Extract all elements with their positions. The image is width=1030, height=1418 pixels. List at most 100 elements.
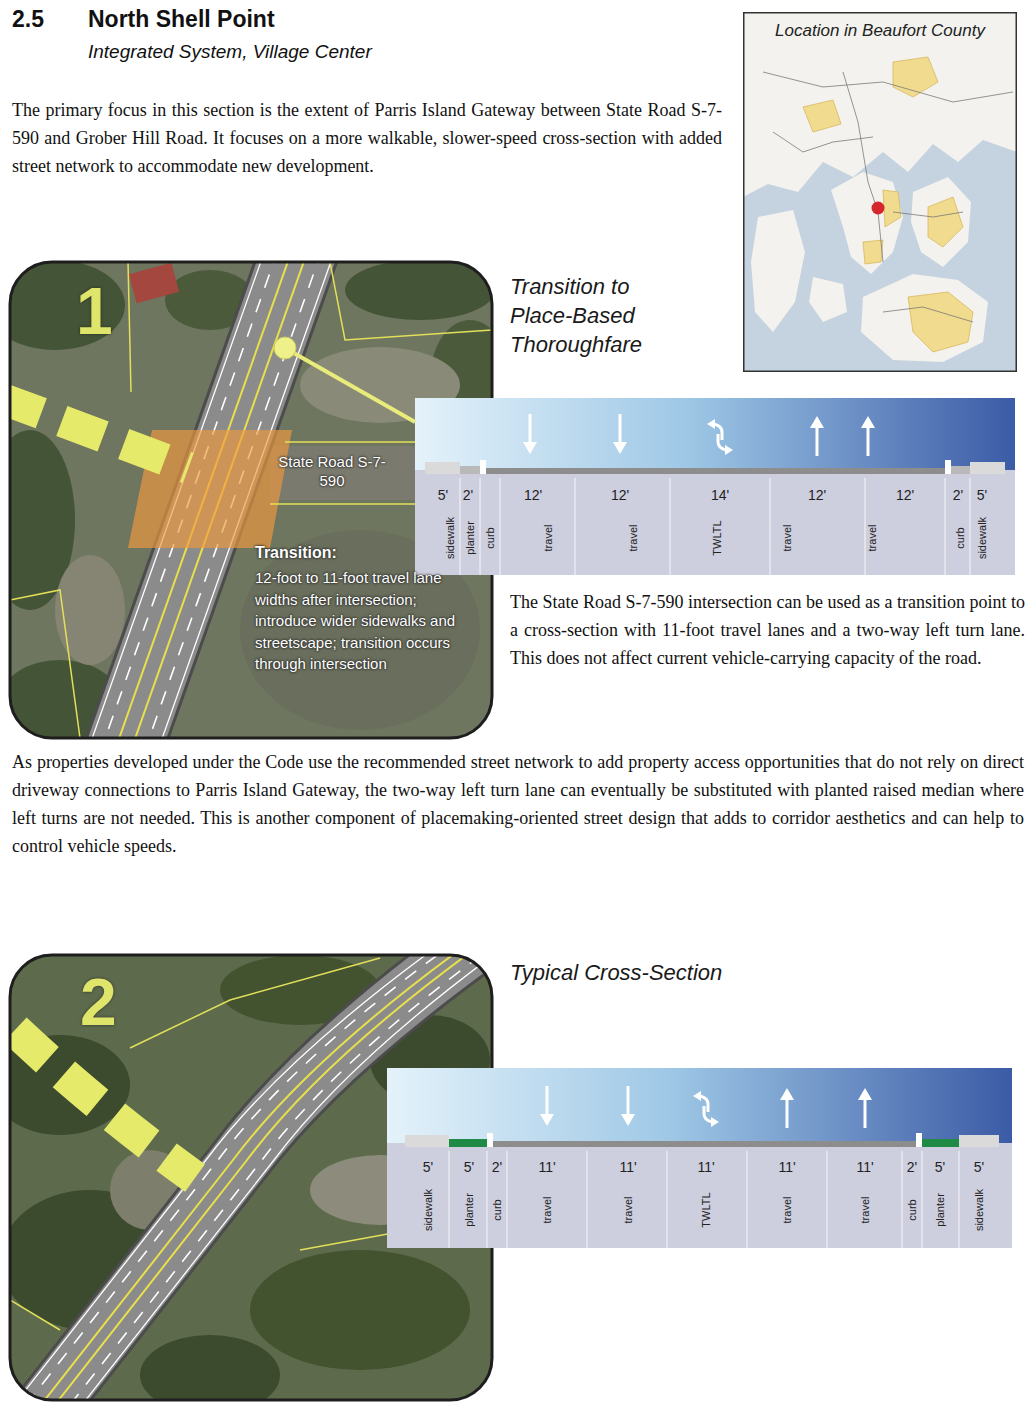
dimension: 5' — [977, 487, 987, 503]
lane-label: travel — [622, 1197, 634, 1224]
dividers — [460, 478, 970, 575]
body-paragraph: The State Road S-7-590 intersection can … — [510, 588, 1025, 672]
dimension: 11' — [538, 1159, 555, 1175]
curb — [945, 460, 951, 474]
lane-label: curb — [484, 527, 496, 548]
trees — [140, 1335, 280, 1400]
body-paragraph: As properties developed under the Code u… — [12, 748, 1024, 860]
arrow-up — [786, 1098, 789, 1128]
island — [911, 177, 971, 267]
dimension: 12' — [896, 487, 914, 503]
planter — [460, 466, 480, 474]
dimension: 5' — [974, 1159, 984, 1175]
map-road — [843, 72, 883, 262]
lane-label: sidewalk — [976, 517, 988, 559]
lane-label: planter — [463, 1193, 475, 1227]
dimension: 5' — [423, 1159, 433, 1175]
roof — [129, 263, 179, 303]
district-area — [908, 292, 973, 352]
divider — [747, 1151, 748, 1248]
section-heading: Typical Cross-Section — [510, 958, 722, 987]
map-title: Location in Beaufort County — [743, 21, 1017, 41]
divider — [667, 1151, 668, 1248]
map-frame — [744, 13, 1017, 372]
arrow-head — [613, 442, 627, 454]
turn-arrow — [718, 434, 726, 450]
map-road — [773, 132, 873, 152]
dimension: 14' — [711, 487, 729, 503]
arrow-head — [707, 419, 715, 429]
lane-label: planter — [934, 1193, 946, 1227]
intro-paragraph: The primary focus in this section is the… — [12, 96, 722, 180]
arrow-down — [619, 414, 622, 444]
note-text: 12-foot to 11-foot travel lane widths af… — [255, 567, 460, 675]
arrow-up — [867, 426, 870, 456]
pavement — [493, 1141, 916, 1147]
arrow-up — [816, 426, 819, 456]
cross-section-art — [387, 1068, 1012, 1248]
divider — [922, 1151, 923, 1248]
arrow-head — [523, 442, 537, 454]
divider — [460, 478, 461, 575]
island — [751, 210, 805, 332]
subtitle: Integrated System, Village Center — [88, 41, 372, 63]
planter — [951, 466, 970, 474]
parcel-line — [10, 590, 80, 738]
divider — [449, 1151, 450, 1248]
leader-dot — [274, 337, 296, 359]
district-area — [863, 240, 883, 264]
section-heading: Transition to Place-Based Thoroughfare — [510, 272, 675, 359]
lane-label: curb — [906, 1199, 918, 1220]
arrow-down — [546, 1086, 549, 1116]
lane-label: curb — [954, 527, 966, 548]
lane-label: sidewalk — [422, 1189, 434, 1231]
cross-section: 5'2'12'12'14'12'12'2'5'sidewalkplantercu… — [415, 398, 1015, 575]
map-road — [883, 307, 973, 322]
divider — [500, 478, 501, 575]
dimension: 11' — [619, 1159, 636, 1175]
dimension: 5' — [438, 487, 448, 503]
location-dot — [872, 202, 885, 215]
lane-label: TWLTL — [711, 520, 723, 555]
dimension: 11' — [856, 1159, 873, 1175]
curb — [487, 1133, 493, 1147]
dimension: 12' — [524, 487, 542, 503]
dimension: 2' — [492, 1159, 502, 1175]
lane-label: planter — [464, 521, 476, 555]
lane-label: curb — [491, 1199, 503, 1220]
divider — [770, 478, 771, 575]
sky — [387, 1068, 1012, 1143]
divider — [670, 478, 671, 575]
lane-label: travel — [781, 525, 793, 552]
dimension: 2' — [907, 1159, 917, 1175]
callout-number: 2 — [80, 969, 117, 1035]
callout-number: 1 — [76, 278, 113, 344]
district-area — [928, 197, 963, 247]
lane-label: travel — [627, 525, 639, 552]
map-road — [893, 212, 963, 217]
section-title: North Shell Point — [88, 6, 275, 33]
lot — [55, 555, 125, 665]
lane-arrows — [523, 414, 875, 456]
lane-label: travel — [859, 1197, 871, 1224]
divider — [575, 478, 576, 575]
dimension: 12' — [611, 487, 629, 503]
dimension: 5' — [464, 1159, 474, 1175]
lane-label: travel — [866, 525, 878, 552]
locator-map: Location in Beaufort County — [743, 12, 1017, 372]
arrow-head — [725, 445, 733, 455]
divider — [827, 1151, 828, 1248]
divider — [959, 1151, 960, 1248]
divider — [487, 1151, 488, 1248]
dividers — [449, 1151, 959, 1248]
divider — [902, 1151, 903, 1248]
arrow-down — [529, 414, 532, 444]
divider — [587, 1151, 588, 1248]
planter — [922, 1139, 959, 1147]
section-ground — [415, 398, 1015, 575]
arrow-head — [621, 1114, 635, 1126]
trees — [250, 1250, 470, 1370]
arrow-up — [864, 1098, 867, 1128]
